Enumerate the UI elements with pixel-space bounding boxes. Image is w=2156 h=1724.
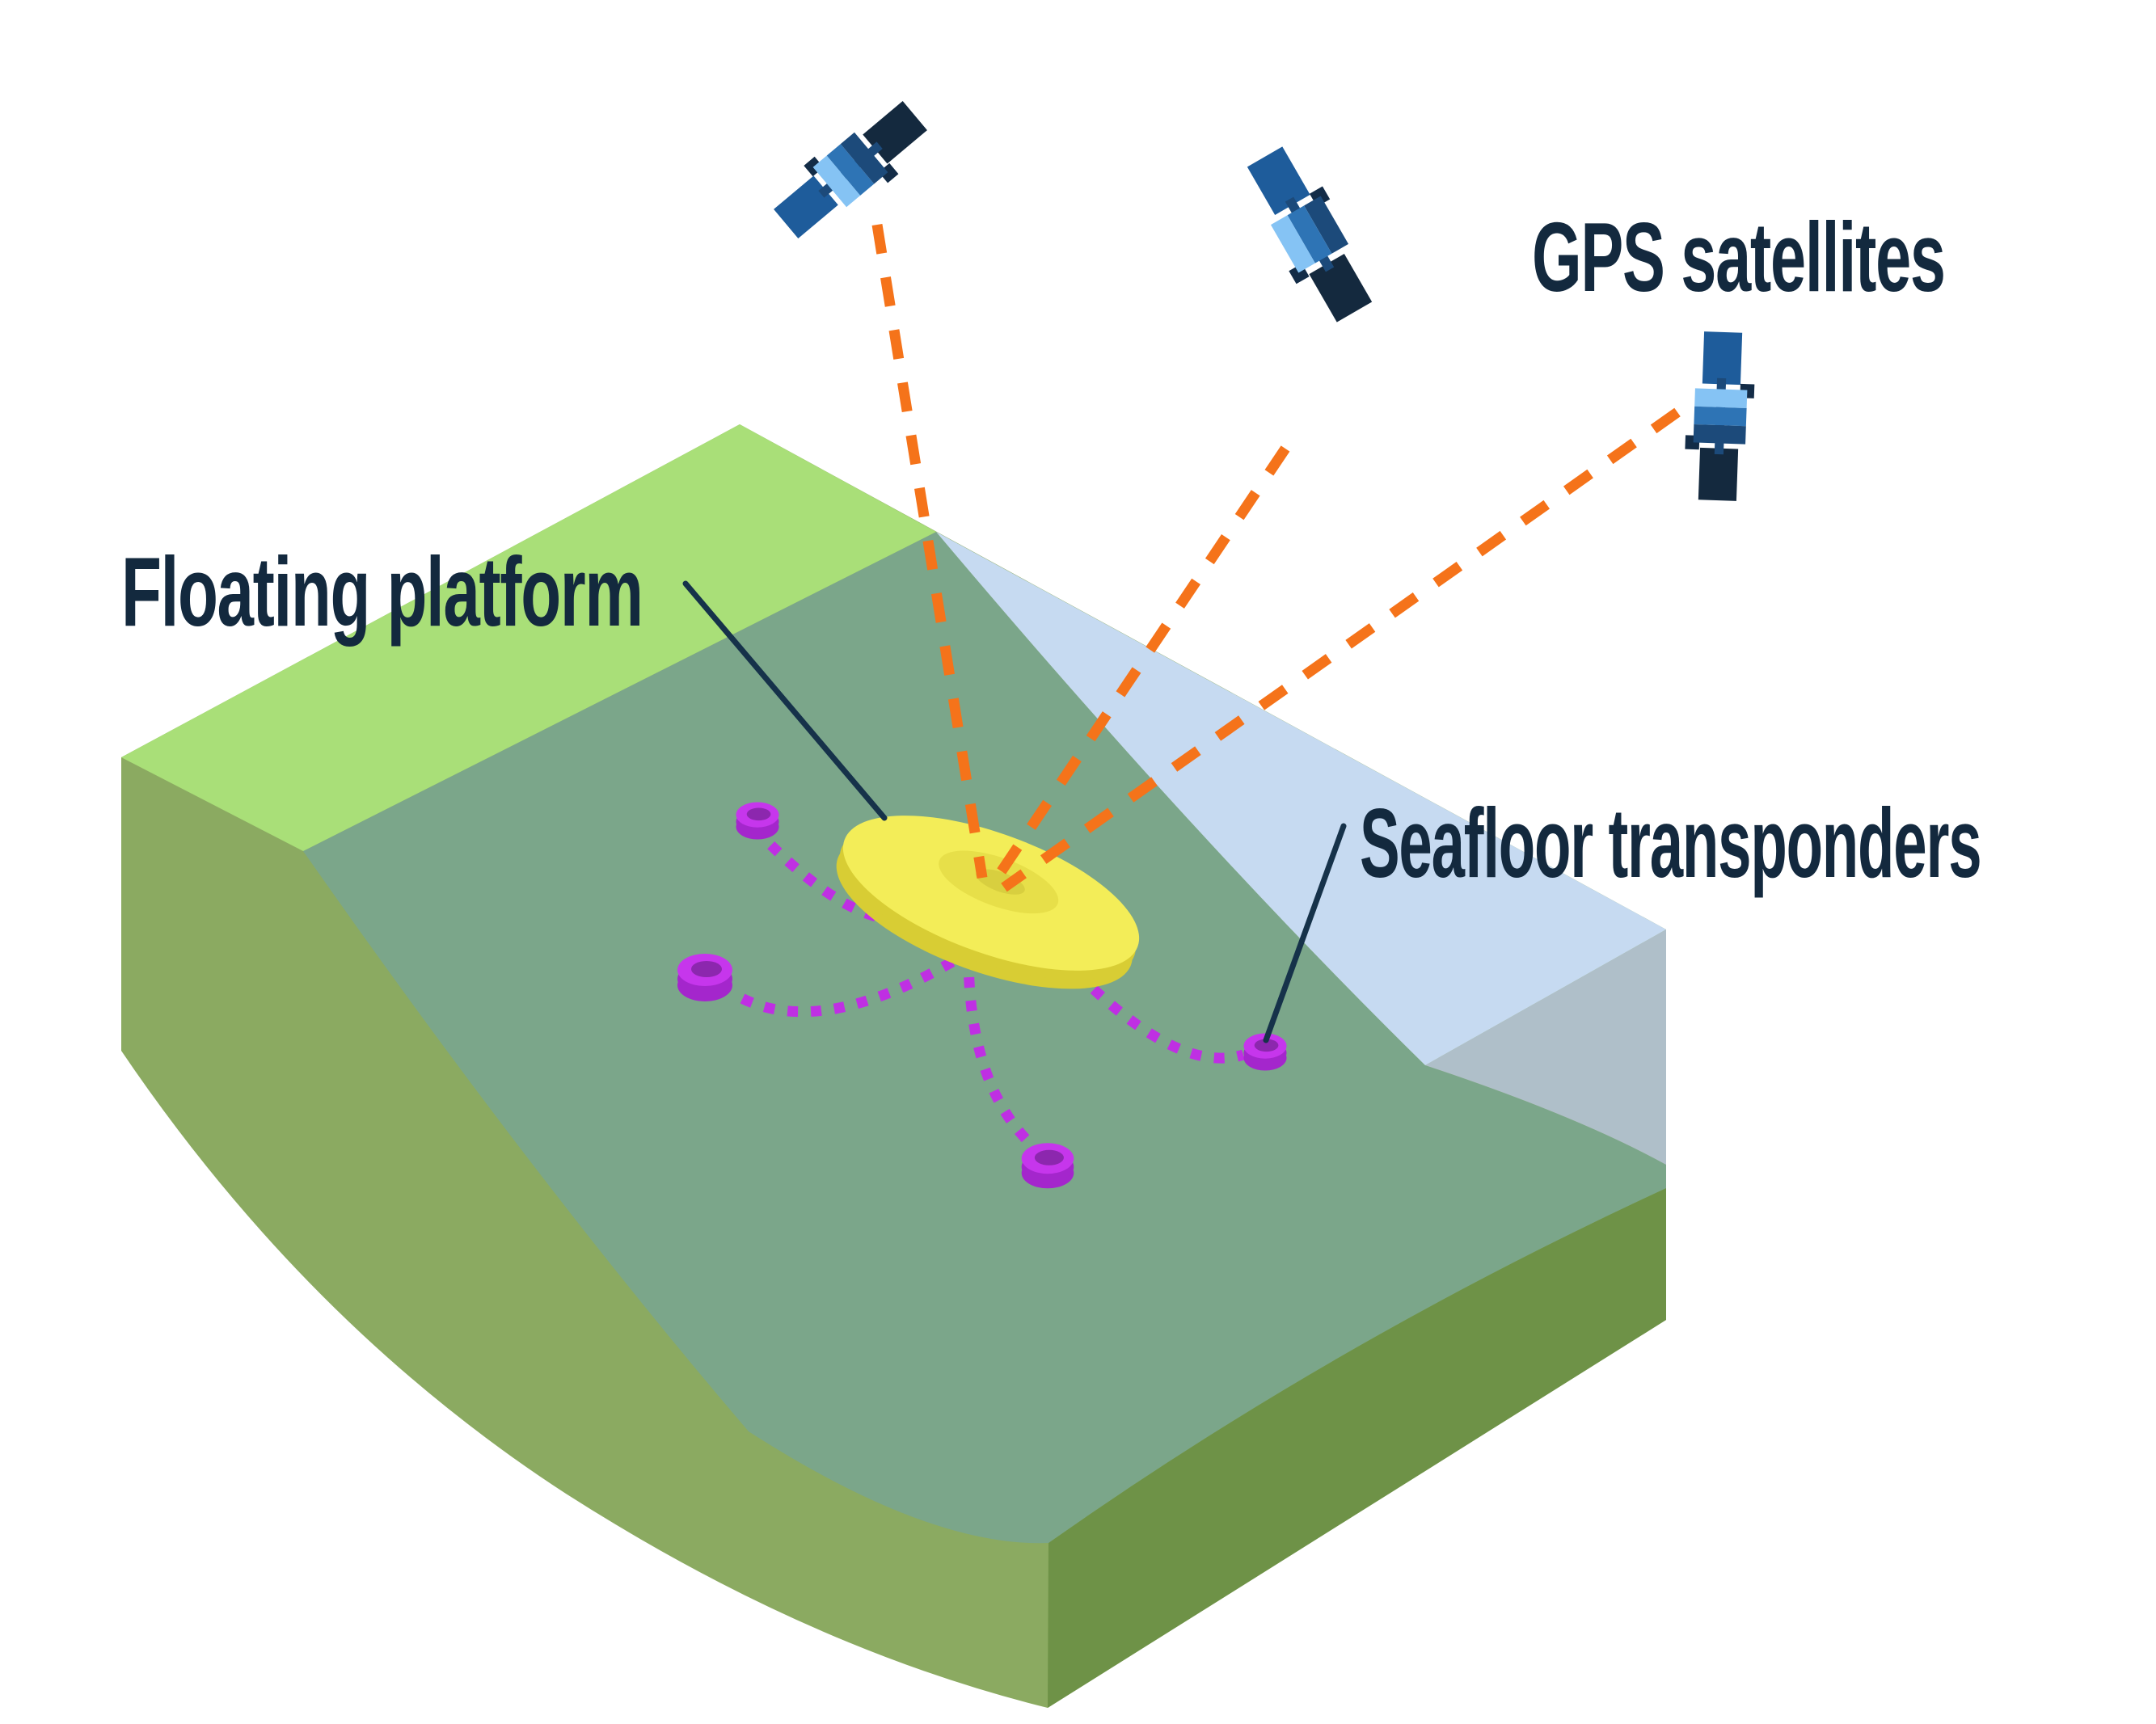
ocean-block [121, 424, 1666, 1708]
seafloor-transponders-leader-line [1263, 823, 1347, 1043]
floating-platform-icon [836, 816, 1140, 989]
leader-lines [682, 580, 1347, 1043]
water-cross-section [1425, 929, 1666, 1165]
seafloor-transponder-icon [1021, 1143, 1074, 1189]
floating-platform-leader-line [682, 580, 888, 821]
floating-platform-label: Floating platform [121, 537, 643, 647]
gps-signal-lines [871, 223, 1681, 892]
gps-signal-line [988, 445, 1290, 887]
coastal-land-band [121, 424, 936, 851]
seafloor-transponder-icon [736, 802, 779, 840]
seafloor-transponders-label: Seafloor transponders [1360, 788, 1982, 898]
acoustic-link-line [963, 953, 1039, 1152]
acoustic-link-line [764, 838, 924, 925]
water-surface [936, 532, 1666, 1065]
gps-satellite-icon [764, 90, 937, 251]
seafloor-surface [303, 532, 1666, 1544]
seafloor-transponder-icon [677, 954, 732, 1001]
gps-satellite-icon [1233, 139, 1386, 331]
gps-signal-line [871, 223, 988, 879]
block-side-right-face [1048, 1188, 1666, 1708]
acoustic-links [728, 838, 1245, 1152]
gps-satellites-label: GPS satellites [1532, 202, 1946, 312]
gps-satellite-icon [1683, 331, 1757, 502]
